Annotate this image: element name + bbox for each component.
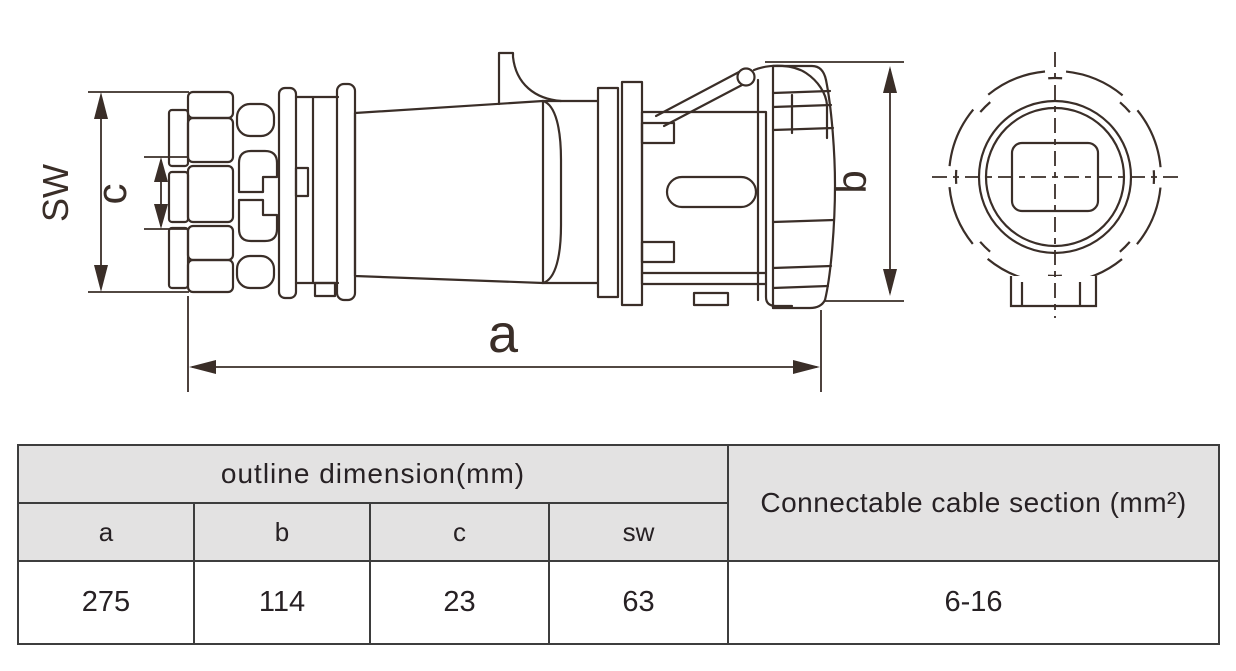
- col-header-a: a: [17, 502, 195, 562]
- gland-flange: [277, 82, 357, 302]
- gland-nut: [186, 90, 235, 294]
- value-a: 275: [17, 560, 195, 645]
- table-row: outline dimension(mm) Connectable cable …: [16, 444, 1221, 562]
- cone-body: [353, 51, 600, 285]
- grip-slot: [665, 175, 758, 209]
- c-extension-lines: [144, 156, 189, 230]
- top-tab: [497, 51, 563, 106]
- col-header-sw: sw: [547, 502, 730, 562]
- dimension-label-b: b: [828, 170, 875, 193]
- end-ring: [771, 64, 837, 310]
- table-row: 275 114 23 63 6-16: [17, 560, 1221, 645]
- latch-pivot: [736, 67, 756, 87]
- sw-dimension-arrow: [94, 92, 108, 292]
- center-lines: [932, 52, 1180, 318]
- front-view: [932, 52, 1180, 318]
- table-row: a b c sw: [17, 502, 1219, 562]
- mounting-flanges: [596, 80, 676, 307]
- dimension-label-sw: SW: [35, 164, 76, 222]
- table-header-outline-dimension: outline dimension(mm): [16, 444, 730, 504]
- value-sw: 63: [547, 560, 730, 645]
- a-dimension-arrow: [189, 360, 820, 374]
- cable-clamp: [235, 102, 279, 290]
- value-b: 114: [193, 560, 371, 645]
- b-extension-lines: [765, 61, 904, 302]
- technical-drawing: SW c a b: [35, 51, 1180, 392]
- side-view: [167, 51, 837, 310]
- socket-body: [640, 78, 794, 308]
- value-cable-section: 6-16: [727, 560, 1221, 645]
- dimension-lines: [88, 61, 904, 392]
- col-header-c: c: [369, 502, 550, 562]
- dimension-table: outline dimension(mm) Connectable cable …: [16, 444, 1221, 645]
- a-extension-lines: [187, 296, 822, 392]
- dimension-label-a: a: [488, 304, 519, 364]
- latch-lever: [654, 64, 829, 140]
- table-header-cable-section: Connectable cable section (mm²): [727, 444, 1221, 562]
- cable-gland-ribs: [167, 108, 190, 290]
- bottom-tab: [1009, 276, 1098, 308]
- b-dimension-arrow: [883, 66, 897, 296]
- value-c: 23: [369, 560, 550, 645]
- sw-extension-lines: [88, 91, 189, 293]
- dimension-label-c: c: [88, 184, 135, 205]
- col-header-b: b: [193, 502, 371, 562]
- c-dimension-arrow: [154, 157, 168, 229]
